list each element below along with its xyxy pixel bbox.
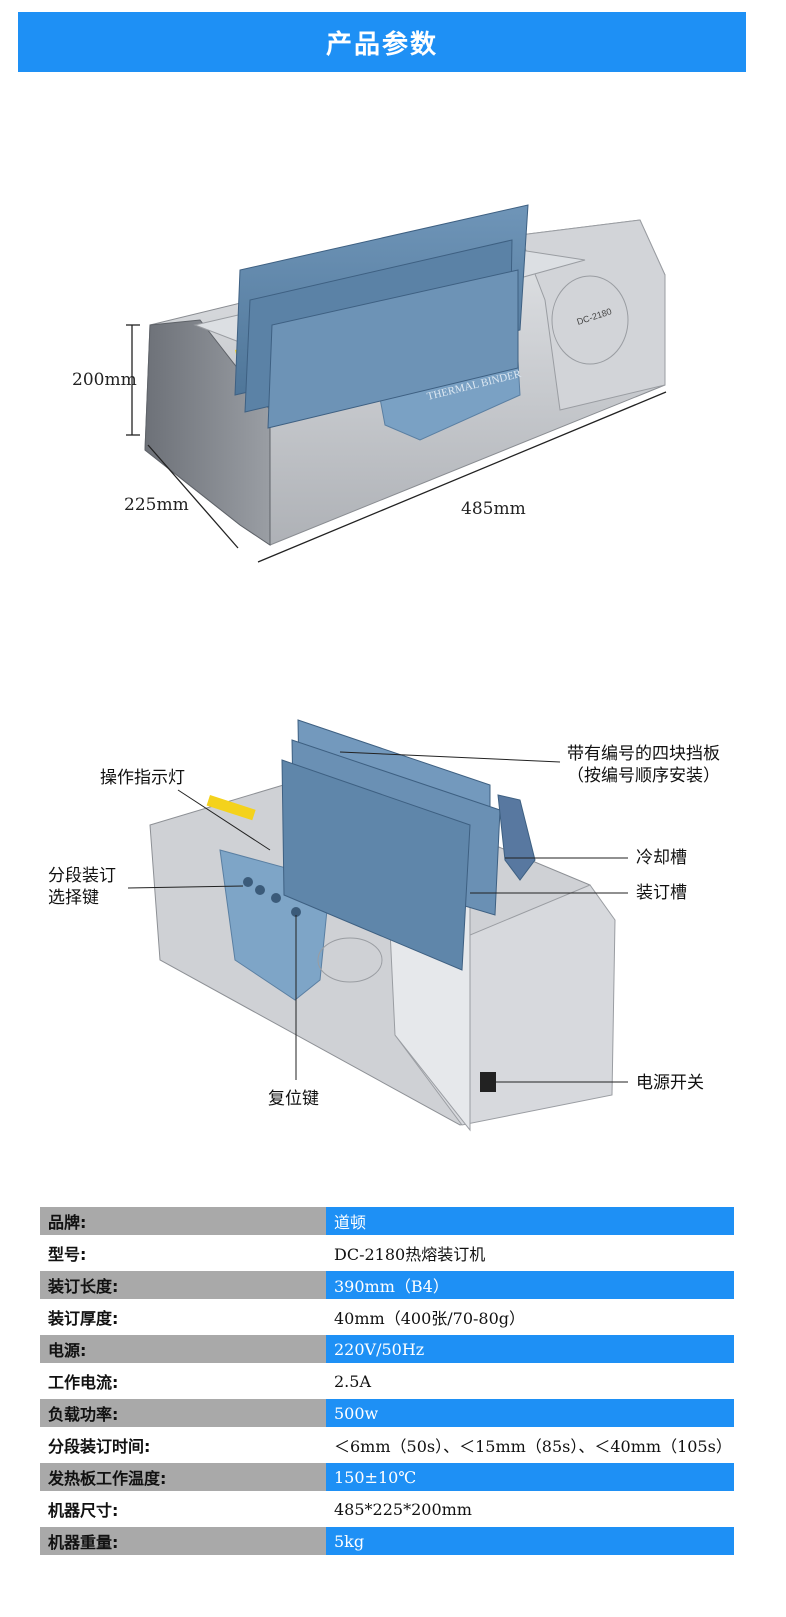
width-dimension: 485mm bbox=[461, 499, 526, 519]
spec-value: 485*225*200mm bbox=[326, 1495, 734, 1523]
spec-value: ＜6mm（50s）、＜15mm（85s）、＜40mm（105s） bbox=[326, 1431, 734, 1459]
spec-key: 机器重量: bbox=[40, 1527, 326, 1555]
callout-segment-line2: 选择键 bbox=[48, 888, 99, 908]
callout-binding-slot: 装订槽 bbox=[636, 883, 687, 903]
banner-title: 产品参数 bbox=[325, 29, 438, 60]
callout-reset-key: 复位键 bbox=[268, 1089, 319, 1109]
spec-table: 品牌:道顿 型号:DC-2180热熔装订机 装订长度:390mm（B4） 装订厚… bbox=[40, 1203, 734, 1559]
spec-key: 发热板工作温度: bbox=[40, 1463, 326, 1491]
section-banner: 产品参数 bbox=[18, 12, 746, 72]
callout-plates: 带有编号的四块挡板 （按编号顺序安装） bbox=[567, 743, 720, 787]
spec-row: 品牌:道顿 bbox=[40, 1207, 734, 1235]
spec-value: 150±10℃ bbox=[326, 1463, 734, 1491]
callout-plates-line2: （按编号顺序安装） bbox=[567, 766, 720, 786]
spec-key: 装订长度: bbox=[40, 1271, 326, 1299]
callout-cooling-slot: 冷却槽 bbox=[636, 848, 687, 868]
spec-row: 型号:DC-2180热熔装订机 bbox=[40, 1239, 734, 1267]
spec-row: 发热板工作温度:150±10℃ bbox=[40, 1463, 734, 1491]
callout-plates-line1: 带有编号的四块挡板 bbox=[567, 744, 720, 764]
callout-segment-line1: 分段装订 bbox=[48, 866, 116, 886]
spec-key: 分段装订时间: bbox=[40, 1431, 326, 1459]
product-photo-annotated: 带有编号的四块挡板 （按编号顺序安装） 操作指示灯 分段装订 选择键 冷却槽 装… bbox=[0, 700, 786, 1140]
spec-row: 机器重量:5kg bbox=[40, 1527, 734, 1555]
callout-indicator-light: 操作指示灯 bbox=[100, 768, 185, 788]
spec-value: 220V/50Hz bbox=[326, 1335, 734, 1363]
spec-row: 分段装订时间:＜6mm（50s）、＜15mm（85s）、＜40mm（105s） bbox=[40, 1431, 734, 1459]
spec-key: 机器尺寸: bbox=[40, 1495, 326, 1523]
spec-row: 装订厚度:40mm（400张/70-80g） bbox=[40, 1303, 734, 1331]
binder-machine-illustration: THERMAL BINDER DC-2180 bbox=[126, 204, 667, 563]
spec-key: 负载功率: bbox=[40, 1399, 326, 1427]
spec-value: 2.5A bbox=[326, 1367, 734, 1395]
spec-row: 工作电流:2.5A bbox=[40, 1367, 734, 1395]
spec-row: 电源:220V/50Hz bbox=[40, 1335, 734, 1363]
binder-machine-angled-illustration bbox=[127, 719, 628, 1132]
spec-value: DC-2180热熔装订机 bbox=[326, 1239, 734, 1267]
spec-key: 型号: bbox=[40, 1239, 326, 1267]
spec-value: 40mm（400张/70-80g） bbox=[326, 1303, 734, 1331]
spec-key: 品牌: bbox=[40, 1207, 326, 1235]
callout-segment-select: 分段装订 选择键 bbox=[48, 865, 116, 909]
spec-key: 工作电流: bbox=[40, 1367, 326, 1395]
product-photo-dimensions: THERMAL BINDER DC-2180 200mm 225mm 485mm bbox=[0, 150, 786, 590]
spec-row: 装订长度:390mm（B4） bbox=[40, 1271, 734, 1299]
spec-row: 机器尺寸:485*225*200mm bbox=[40, 1495, 734, 1523]
depth-dimension: 225mm bbox=[124, 495, 189, 515]
spec-value: 500w bbox=[326, 1399, 734, 1427]
height-dimension: 200mm bbox=[72, 370, 137, 390]
spec-key: 电源: bbox=[40, 1335, 326, 1363]
spec-value: 5kg bbox=[326, 1527, 734, 1555]
spec-key: 装订厚度: bbox=[40, 1303, 326, 1331]
spec-row: 负载功率:500w bbox=[40, 1399, 734, 1427]
callout-power-switch: 电源开关 bbox=[636, 1073, 704, 1093]
spec-value: 390mm（B4） bbox=[326, 1271, 734, 1299]
spec-value: 道顿 bbox=[326, 1207, 734, 1235]
